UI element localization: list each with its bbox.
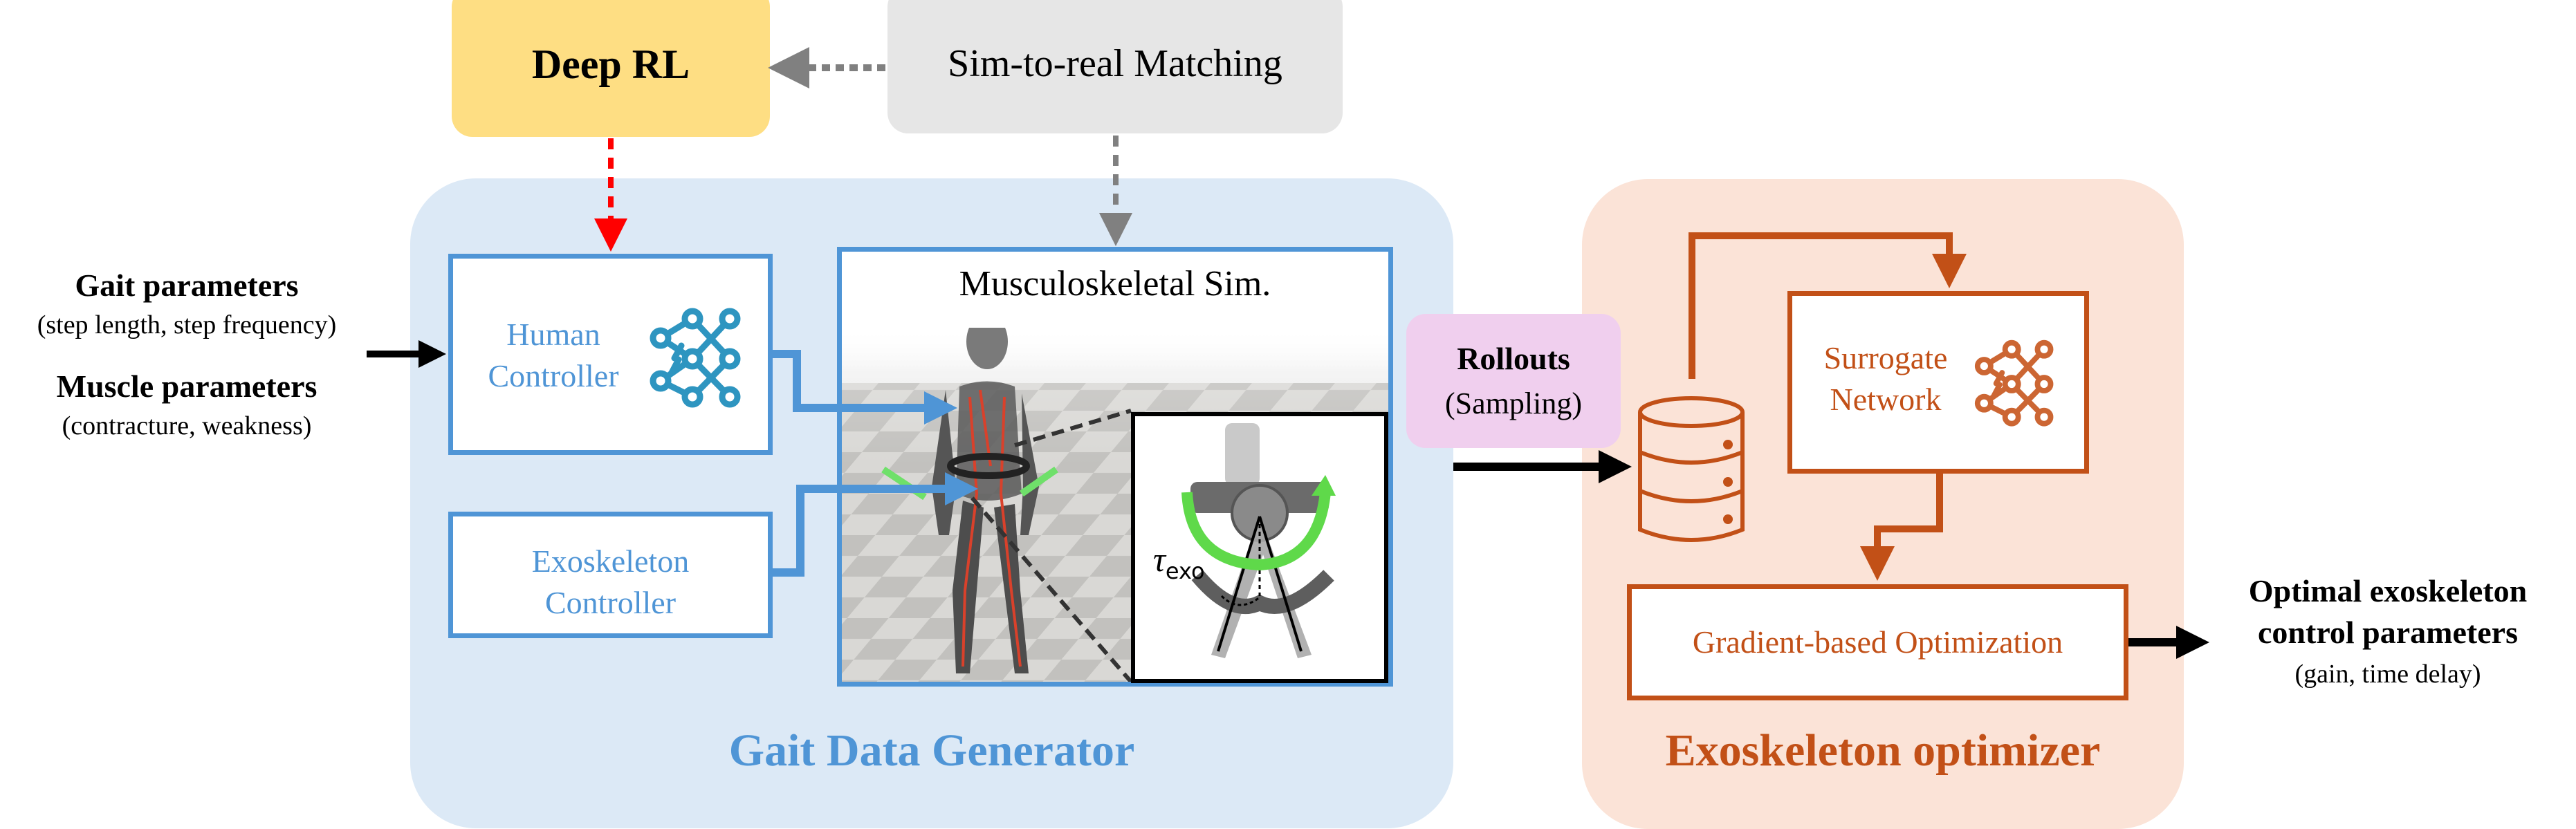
torque-arc-head	[1312, 475, 1336, 496]
human-controller-line2: Controller	[488, 357, 619, 393]
sim-to-real-label: Sim-to-real Matching	[948, 42, 1282, 85]
torque-arrow-right	[1020, 466, 1058, 497]
rollouts-title: Rollouts	[1457, 341, 1570, 376]
output-title-line1: Optimal exoskeleton	[2248, 573, 2528, 608]
gradient-optimization-label: Gradient-based Optimization	[1692, 624, 2063, 660]
sim-to-real-box[interactable]: Sim-to-real Matching	[887, 0, 1343, 133]
exoskeleton-controller-line2: Controller	[544, 584, 677, 620]
rollouts-box[interactable]: Rollouts (Sampling)	[1406, 314, 1621, 448]
deep-rl-label: Deep RL	[531, 41, 690, 87]
exoskeleton-controller-line1: Exoskeleton	[531, 543, 690, 579]
torque-label: τexo	[1153, 541, 1205, 584]
torque-symbol: τ	[1153, 540, 1166, 579]
surrogate-neural-network-icon	[1974, 339, 2054, 427]
gradient-optimization-box[interactable]: Gradient-based Optimization	[1627, 584, 2128, 700]
muscle-parameters-subtitle: (contracture, weakness)	[62, 411, 312, 440]
database-to-surrogate-arrow	[1689, 232, 1967, 379]
zoom-guide-upper	[1014, 409, 1132, 447]
output-subtitle: (gain, time delay)	[2294, 660, 2481, 689]
human-controller-line1: Human	[506, 317, 600, 352]
human-controller-label: Human Controller	[467, 314, 640, 397]
musculoskeletal-sim-box[interactable]: Musculoskeletal Sim.	[837, 247, 1393, 687]
gait-data-generator-label: Gait Data Generator	[728, 725, 1135, 776]
database-icon	[1638, 396, 1745, 542]
hip-exoskeleton-inset: τexo	[1131, 412, 1388, 683]
gait-parameters-title: Gait parameters	[75, 268, 299, 303]
surrogate-to-gradient-arrow	[1860, 474, 1943, 581]
output-title-line2: control parameters	[2258, 615, 2518, 650]
surrogate-line1: Surrogate	[1823, 340, 1948, 375]
exoskeleton-optimizer-label: Exoskeleton optimizer	[1665, 725, 2101, 776]
skeleton-figure	[881, 328, 1133, 682]
muscle-parameters-title: Muscle parameters	[56, 369, 318, 404]
human-controller-box[interactable]: Human Controller	[448, 254, 773, 455]
surrogate-line2: Network	[1830, 381, 1942, 417]
deep-rl-box[interactable]: Deep RL	[452, 0, 770, 137]
surrogate-network-label: Surrogate Network	[1806, 337, 1965, 420]
zoom-guide-lower	[957, 482, 1133, 682]
exoskeleton-controller-label: Exoskeleton Controller	[453, 541, 768, 624]
torque-subscript: exo	[1165, 558, 1205, 584]
musculoskeletal-sim-title: Musculoskeletal Sim.	[959, 264, 1271, 304]
gait-parameters-subtitle: (step length, step frequency)	[37, 310, 337, 339]
neural-network-icon	[650, 308, 741, 408]
torque-arc	[1181, 492, 1331, 571]
exoskeleton-optimizer-panel	[1582, 179, 2184, 829]
surrogate-network-box[interactable]: Surrogate Network	[1787, 291, 2089, 474]
rollouts-subtitle: (Sampling)	[1445, 386, 1582, 420]
human-controller-to-sim-arrow	[773, 350, 957, 425]
exoskeleton-controller-box[interactable]: Exoskeleton Controller	[448, 512, 773, 638]
hip-exoskeleton-illustration	[1181, 423, 1336, 658]
exo-controller-to-sim-arrow	[773, 472, 978, 577]
